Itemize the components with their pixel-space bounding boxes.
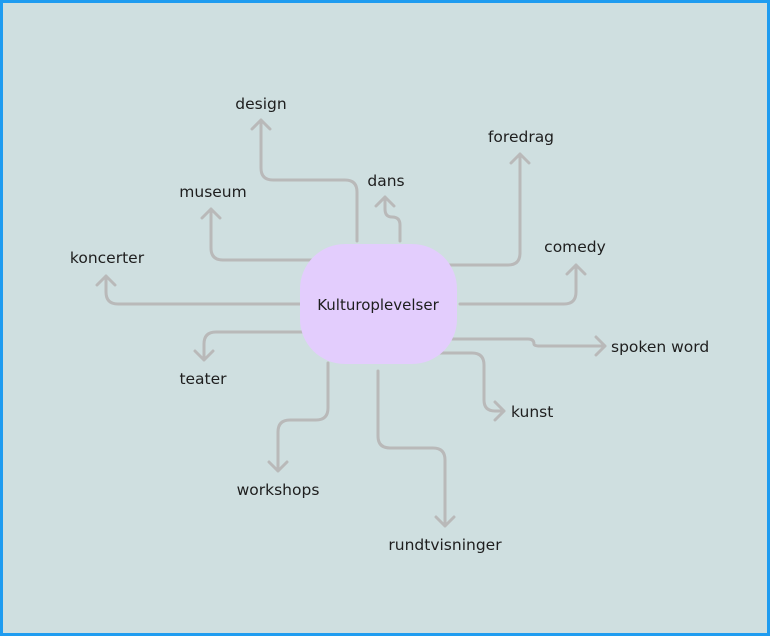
connector-design — [250, 118, 359, 243]
branch-label-design[interactable]: design — [235, 95, 286, 113]
connector-spoken-word — [450, 335, 607, 357]
branch-label-museum[interactable]: museum — [179, 183, 246, 201]
branch-label-foredrag[interactable]: foredrag — [488, 128, 554, 146]
central-node-label: Kulturoplevelser — [317, 296, 439, 314]
central-node[interactable]: Kulturoplevelser — [300, 244, 457, 364]
branch-label-comedy[interactable]: comedy — [544, 238, 606, 256]
connector-museum — [200, 207, 316, 262]
branch-labels: design museum dans foredrag koncerter co… — [70, 95, 709, 554]
branch-label-dans[interactable]: dans — [367, 172, 404, 190]
connector-rundtvisninger — [376, 369, 456, 528]
connector-foredrag — [445, 152, 531, 267]
connectors — [95, 118, 607, 528]
branch-label-kunst[interactable]: kunst — [511, 403, 553, 421]
branch-label-spoken-word[interactable]: spoken word — [611, 338, 709, 356]
branch-label-teater[interactable]: teater — [179, 370, 227, 388]
connector-kunst — [438, 351, 506, 422]
connector-teater — [193, 330, 304, 362]
connector-workshops — [267, 361, 330, 473]
branch-label-koncerter[interactable]: koncerter — [70, 249, 145, 267]
branch-label-workshops[interactable]: workshops — [237, 481, 320, 499]
connector-comedy — [458, 263, 587, 306]
connector-koncerter — [95, 274, 302, 306]
central-node-shape — [300, 244, 457, 364]
branch-label-rundtvisninger[interactable]: rundtvisninger — [388, 536, 502, 554]
connector-dans — [374, 195, 402, 243]
